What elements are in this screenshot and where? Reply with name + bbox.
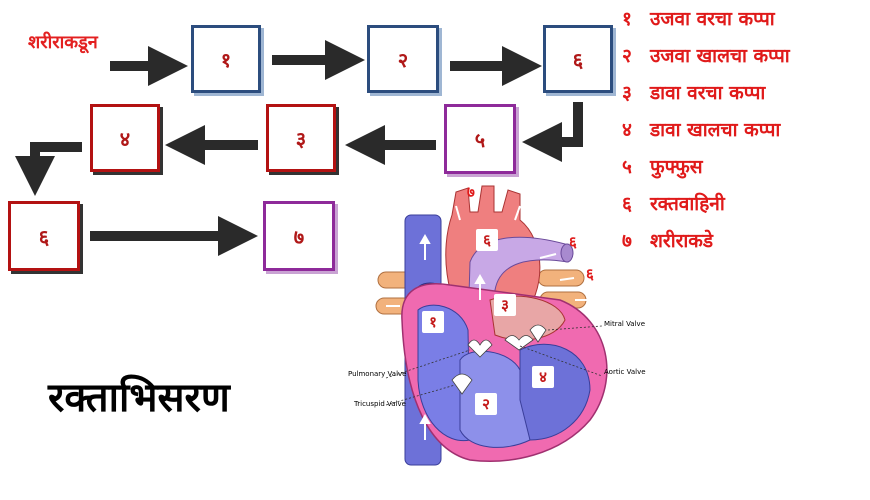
legend-num: ४ bbox=[622, 119, 632, 141]
mitral-valve bbox=[529, 324, 547, 343]
legend-text: फुफ्फुस bbox=[650, 156, 703, 178]
heart-tag-right-ventricle: २ bbox=[475, 393, 497, 415]
pulmonary-valve-label: Pulmonary Valve bbox=[348, 370, 406, 378]
arrow-4 bbox=[522, 102, 583, 162]
heart-tag-left-atrium: ३ bbox=[494, 294, 516, 316]
flow-box-3-label: ३ bbox=[295, 126, 307, 151]
legend-item: २ उजवा खालचा कप्पा bbox=[622, 41, 790, 78]
legend-text: उजवा वरचा कप्पा bbox=[650, 8, 775, 30]
legend-text: रक्तवाहिनी bbox=[650, 193, 725, 215]
legend-item: ५ फुफ्फुस bbox=[622, 152, 790, 189]
legend-text: डावा खालचा कप्पा bbox=[650, 119, 781, 141]
heart-tag-vessel-a: ६ bbox=[569, 233, 577, 251]
legend-text: डावा वरचा कप्पा bbox=[650, 82, 766, 104]
heart-tag-left-ventricle: ४ bbox=[532, 366, 554, 388]
heart-tag-vessel-b: ६ bbox=[586, 265, 594, 283]
flow-box-3: ३ bbox=[266, 104, 336, 172]
tricuspid-valve-label: Tricuspid Valve bbox=[353, 400, 406, 408]
heart-tag-aorta: ६ bbox=[476, 229, 498, 251]
legend: १ उजवा वरचा कप्पा २ उजवा खालचा कप्पा ३ डावा… bbox=[622, 4, 790, 263]
flow-box-6b-label: ६ bbox=[38, 224, 50, 249]
aortic-valve-label: Aortic Valve bbox=[604, 368, 646, 376]
legend-item: १ उजवा वरचा कप्पा bbox=[622, 4, 790, 41]
legend-item: ४ डावा खालचा कप्पा bbox=[622, 115, 790, 152]
legend-num: ७ bbox=[622, 230, 632, 252]
flow-box-6: ६ bbox=[543, 25, 613, 93]
legend-num: ५ bbox=[622, 156, 632, 178]
legend-text: शरीराकडे bbox=[650, 230, 714, 252]
blood-flow-arrows bbox=[386, 205, 590, 440]
heart-tag-top: ७ bbox=[467, 183, 475, 201]
aortic-valve bbox=[504, 335, 534, 351]
flow-box-1: १ bbox=[191, 25, 261, 93]
flow-box-5: ५ bbox=[444, 104, 516, 174]
legend-item: ७ शरीराकडे bbox=[622, 226, 790, 263]
flow-box-2-label: २ bbox=[397, 47, 409, 72]
legend-text: उजवा खालचा कप्पा bbox=[650, 45, 790, 67]
legend-num: २ bbox=[622, 45, 632, 67]
flow-box-7: ७ bbox=[263, 201, 335, 271]
flow-box-1-label: १ bbox=[220, 47, 232, 72]
legend-num: ३ bbox=[622, 82, 632, 104]
flow-box-4-label: ४ bbox=[119, 126, 131, 151]
flow-box-5-label: ५ bbox=[474, 127, 486, 152]
legend-num: १ bbox=[622, 8, 632, 30]
legend-item: ३ डावा वरचा कप्पा bbox=[622, 78, 790, 115]
flow-box-6-label: ६ bbox=[572, 47, 584, 72]
arrow-7 bbox=[15, 142, 82, 196]
legend-num: ६ bbox=[622, 193, 632, 215]
pulmonary-valve bbox=[467, 339, 493, 358]
legend-item: ६ रक्तवाहिनी bbox=[622, 189, 790, 226]
flow-box-6b: ६ bbox=[8, 201, 80, 271]
tricuspid-valve bbox=[451, 373, 473, 395]
pulmonary-artery-end bbox=[560, 243, 574, 263]
flow-box-7-label: ७ bbox=[293, 224, 305, 249]
flow-box-4: ४ bbox=[90, 104, 160, 172]
mitral-valve-label: Mitral Valve bbox=[604, 320, 645, 328]
from-body-label: शरीराकडून bbox=[28, 32, 98, 53]
heart-tag-right-atrium: १ bbox=[422, 311, 444, 333]
flow-box-2: २ bbox=[367, 25, 439, 93]
page-title: रक्ताभिसरण bbox=[48, 375, 230, 421]
